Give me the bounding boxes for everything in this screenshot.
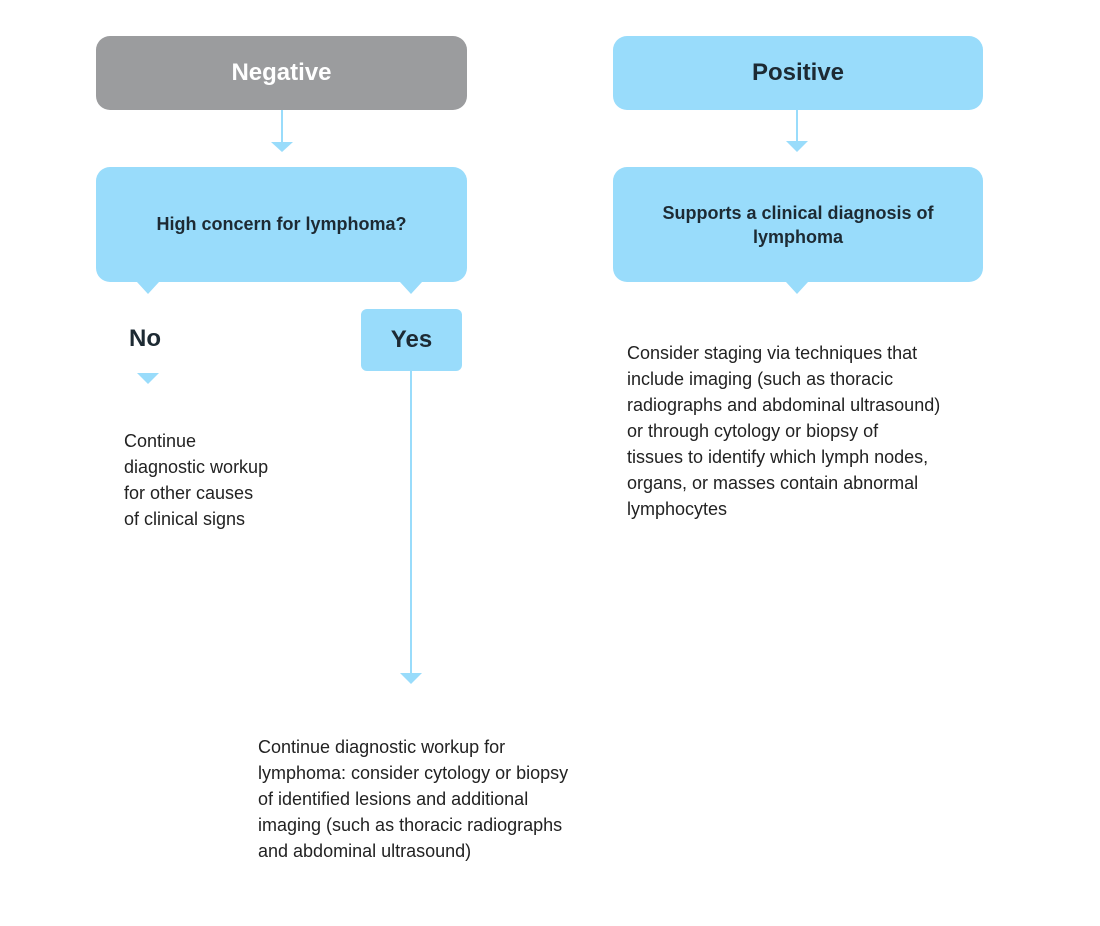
positive-result-box: Positive	[613, 36, 983, 110]
supports-diagnosis-text: Supports a clinical diagnosis of lymphom…	[662, 202, 934, 247]
no-outcome-text: Continue diagnostic workup for other cau…	[124, 431, 269, 529]
positive-title: Positive	[751, 59, 845, 86]
supports-tail	[786, 282, 808, 294]
yes-outcome-text: Continue diagnostic workup for lymphoma:…	[258, 737, 569, 861]
yes-connector-arrow	[400, 673, 422, 684]
yes-label: Yes	[390, 326, 433, 353]
no-arrow	[137, 373, 159, 384]
negative-result-box: Negative	[96, 36, 467, 110]
positive-connector-arrow	[786, 141, 808, 152]
negative-connector-arrow	[271, 142, 293, 152]
question-tail-no	[137, 282, 159, 294]
yes-label-box: Yes	[361, 309, 462, 371]
positive-outcome-text: Consider staging via techniques that inc…	[627, 343, 941, 519]
lymphoma-concern-question-box: High concern for lymphoma?	[96, 167, 467, 282]
no-label: No	[129, 325, 161, 352]
question-tail-yes	[400, 282, 422, 294]
supports-diagnosis-box: Supports a clinical diagnosis of lymphom…	[613, 167, 983, 282]
lymphoma-concern-question: High concern for lymphoma?	[156, 214, 407, 234]
negative-title: Negative	[231, 59, 332, 86]
